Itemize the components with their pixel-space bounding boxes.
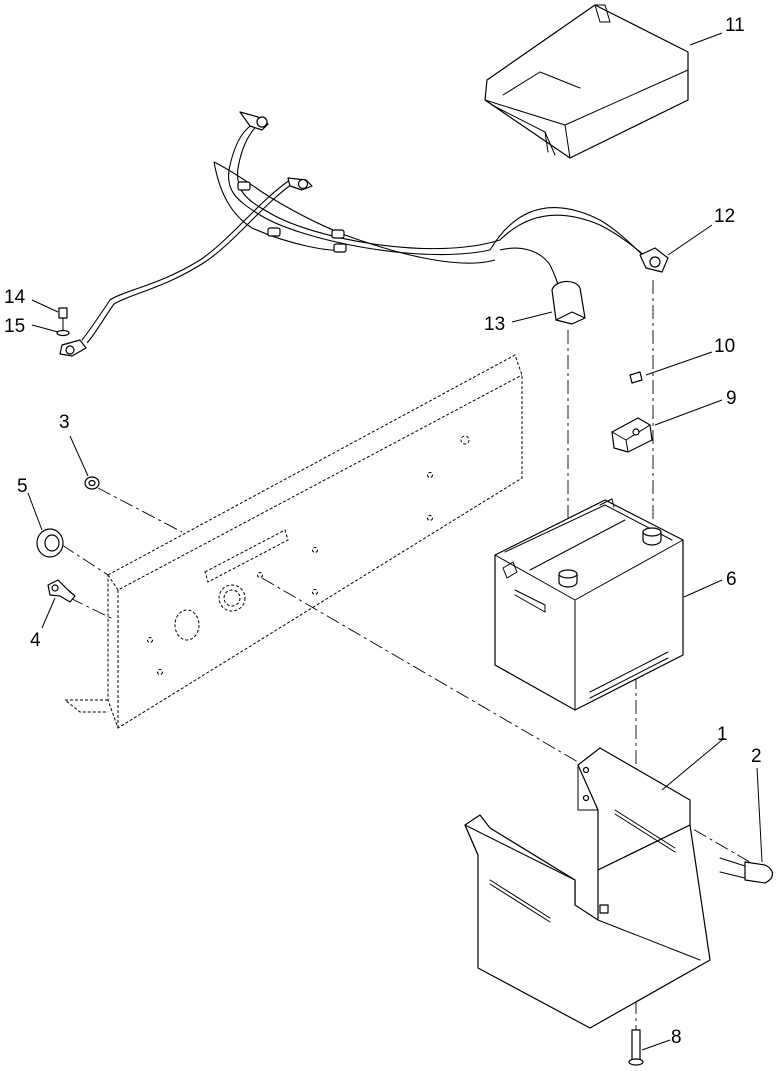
grommet-part (36, 528, 64, 558)
carriage-bolt-part (719, 857, 774, 884)
callout-12: 12 (714, 206, 735, 227)
nut-part (629, 371, 643, 384)
bottom-bolt-part (628, 1029, 644, 1066)
callout-10: 10 (714, 336, 735, 357)
terminal-boot-part (551, 280, 586, 325)
washer-part (84, 476, 100, 490)
callout-4: 4 (30, 630, 41, 651)
callout-13: 13 (484, 314, 505, 335)
callout-5: 5 (17, 476, 28, 497)
frame-rail (63, 354, 523, 729)
battery-tray-part (464, 747, 711, 1029)
callout-3: 3 (59, 412, 70, 433)
callout-1: 1 (717, 724, 728, 745)
callout-leaders (27, 32, 763, 1051)
clip-part (47, 579, 76, 603)
callout-15: 15 (4, 316, 25, 337)
callout-11: 11 (725, 15, 745, 36)
battery-cable-harness (59, 111, 669, 357)
bolt-washer-parts (56, 307, 70, 337)
callout-6: 6 (726, 569, 737, 590)
battery-part (494, 498, 684, 711)
callout-labels: 1 2 3 4 5 6 8 9 10 11 12 13 14 15 (4, 15, 762, 1048)
callout-2: 2 (751, 746, 762, 767)
callout-14: 14 (4, 287, 26, 308)
battery-cover-part (484, 4, 689, 159)
callout-8: 8 (671, 1027, 682, 1048)
callout-9: 9 (726, 388, 737, 409)
hold-down-clamp-part (611, 417, 653, 453)
